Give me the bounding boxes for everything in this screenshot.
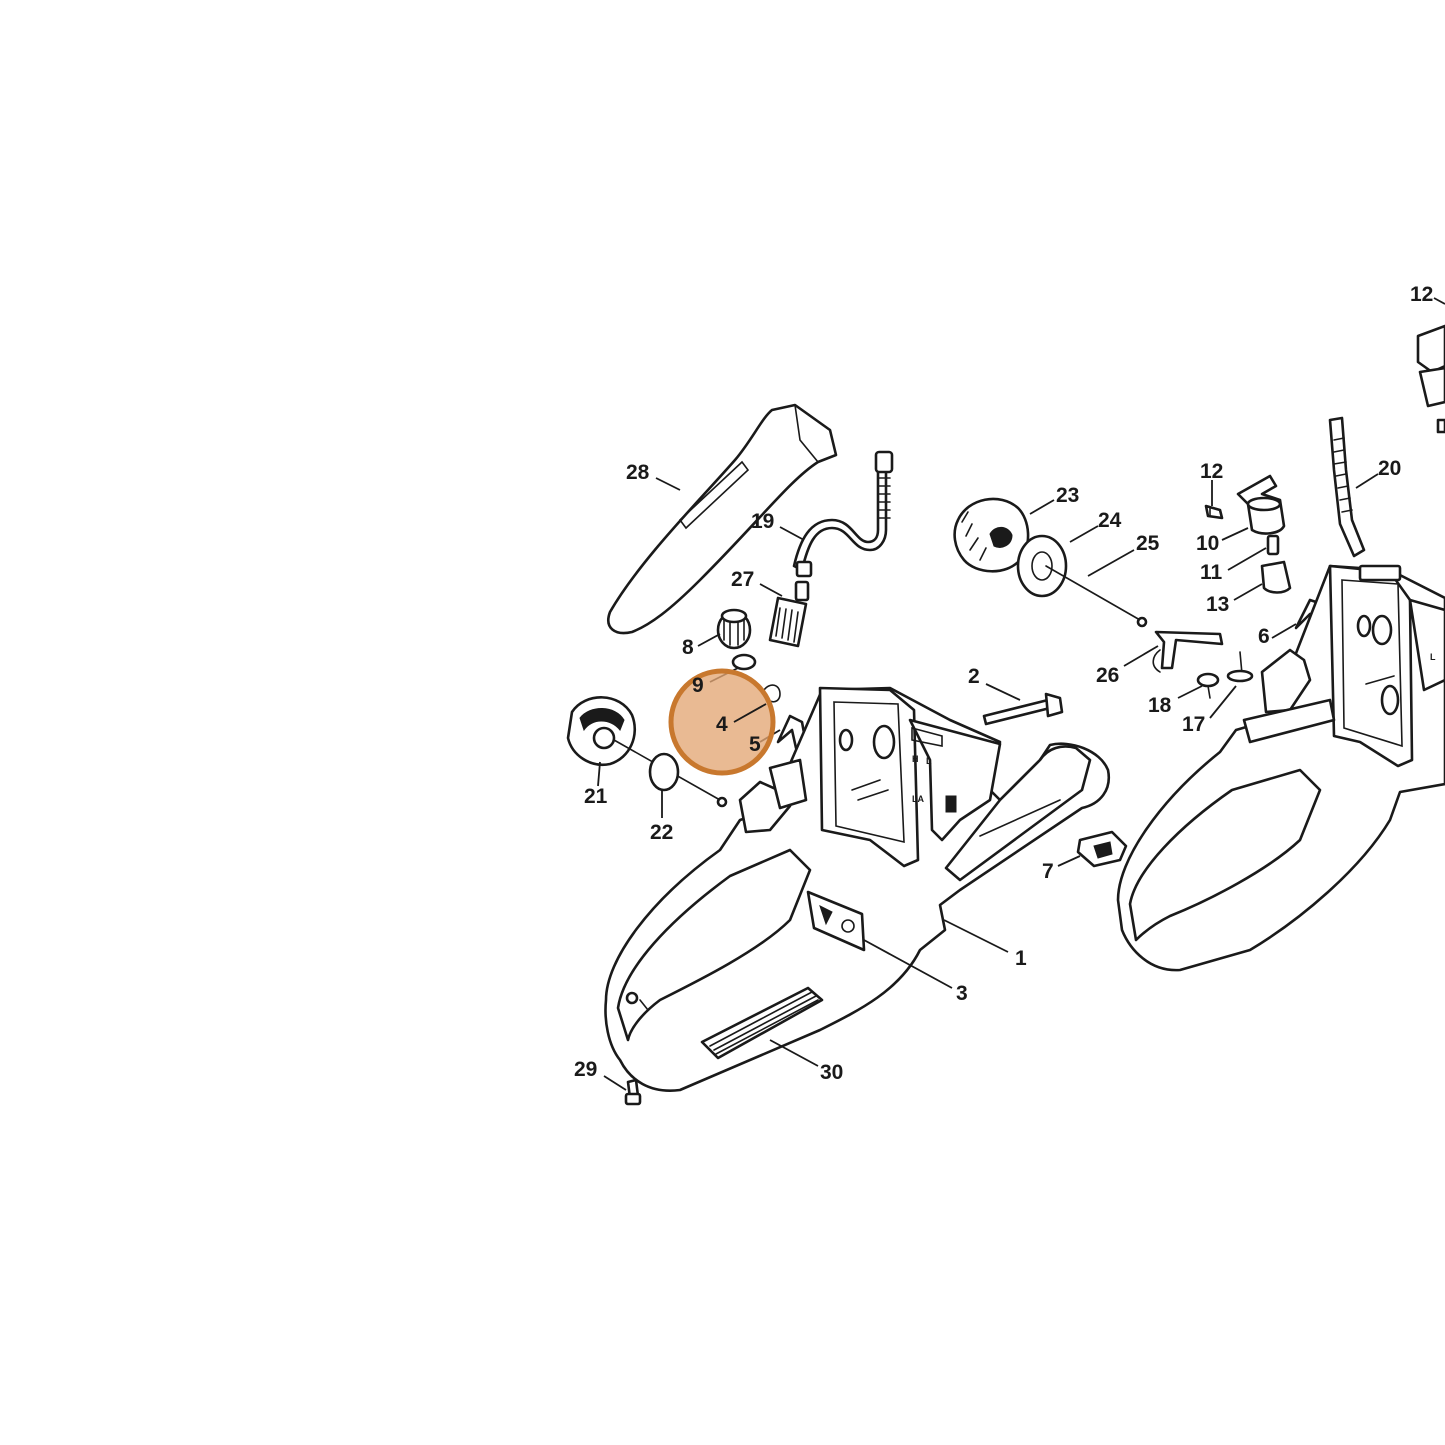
callout-8: 8 bbox=[682, 636, 694, 659]
leader-lines bbox=[597, 297, 1445, 1091]
part-24-gasket bbox=[1016, 534, 1068, 598]
callout-30: 30 bbox=[820, 1061, 843, 1084]
callout-18: 18 bbox=[1148, 694, 1172, 717]
part-26-lever bbox=[1152, 630, 1224, 673]
callout-25: 25 bbox=[1136, 532, 1160, 555]
part-12-right-bracket bbox=[1416, 324, 1445, 434]
part-10-knob bbox=[1236, 474, 1286, 535]
housing-mark-l: L bbox=[926, 756, 932, 766]
part-28-handle-cover bbox=[607, 403, 838, 635]
housing-mark-h: H bbox=[912, 754, 919, 764]
callout-21: 21 bbox=[584, 785, 608, 808]
callout-29: 29 bbox=[574, 1058, 597, 1081]
rear-housing-mark-l: L bbox=[1430, 652, 1436, 662]
callout-6: 6 bbox=[1258, 625, 1270, 648]
callout-20: 20 bbox=[1378, 457, 1401, 480]
callout-1: 1 bbox=[1015, 947, 1027, 970]
callout-13: 13 bbox=[1206, 593, 1229, 616]
callout-11: 11 bbox=[1200, 561, 1223, 584]
part-12-screw-small bbox=[1204, 504, 1224, 520]
callout-26: 26 bbox=[1096, 664, 1119, 687]
callout-labels: 28 19 27 8 9 4 5 21 22 23 24 25 26 2 12 … bbox=[574, 283, 1433, 1084]
callout-4: 4 bbox=[716, 713, 728, 736]
part-7-buffer bbox=[1076, 830, 1128, 868]
part-19-fuel-hose bbox=[792, 450, 894, 578]
callout-19: 19 bbox=[751, 510, 774, 533]
callout-12-top-right: 12 bbox=[1410, 283, 1433, 306]
housing-mark-la: LA bbox=[912, 794, 924, 804]
part-18-screw bbox=[1196, 672, 1220, 699]
callout-23: 23 bbox=[1056, 484, 1079, 507]
callout-2: 2 bbox=[968, 665, 980, 688]
part-8-oil-pickup bbox=[716, 608, 752, 650]
callout-5: 5 bbox=[749, 733, 761, 756]
callout-22: 22 bbox=[650, 821, 673, 844]
callout-7: 7 bbox=[1042, 860, 1054, 883]
part-1-housing: H L LA bbox=[604, 686, 1111, 1092]
part-21-oil-pump bbox=[566, 696, 728, 808]
part-9-o-ring bbox=[731, 653, 757, 671]
part-25-rod bbox=[1045, 565, 1148, 628]
part-22-ring bbox=[648, 752, 680, 792]
part-23-tank-cap bbox=[953, 497, 1030, 573]
callout-9: 9 bbox=[692, 674, 704, 697]
part-20-hose bbox=[1328, 416, 1366, 558]
part-27-fuel-filter bbox=[768, 580, 810, 648]
part-29-screw bbox=[624, 1078, 642, 1106]
part-17-adjuster bbox=[1226, 651, 1254, 683]
callout-27: 27 bbox=[731, 568, 754, 591]
callout-10: 10 bbox=[1196, 532, 1219, 555]
part-1-housing-rear-view: L bbox=[1116, 564, 1445, 972]
callout-17: 17 bbox=[1182, 713, 1205, 736]
highlight-circle bbox=[668, 668, 776, 776]
part-11-pin bbox=[1266, 534, 1280, 556]
callout-3: 3 bbox=[956, 982, 968, 1005]
callout-28: 28 bbox=[626, 461, 650, 484]
leader-4-over-highlight bbox=[733, 703, 767, 723]
part-2-bolt bbox=[982, 692, 1064, 726]
part-13-cap bbox=[1260, 560, 1292, 594]
callout-12: 12 bbox=[1200, 460, 1223, 483]
callout-24: 24 bbox=[1098, 509, 1122, 532]
